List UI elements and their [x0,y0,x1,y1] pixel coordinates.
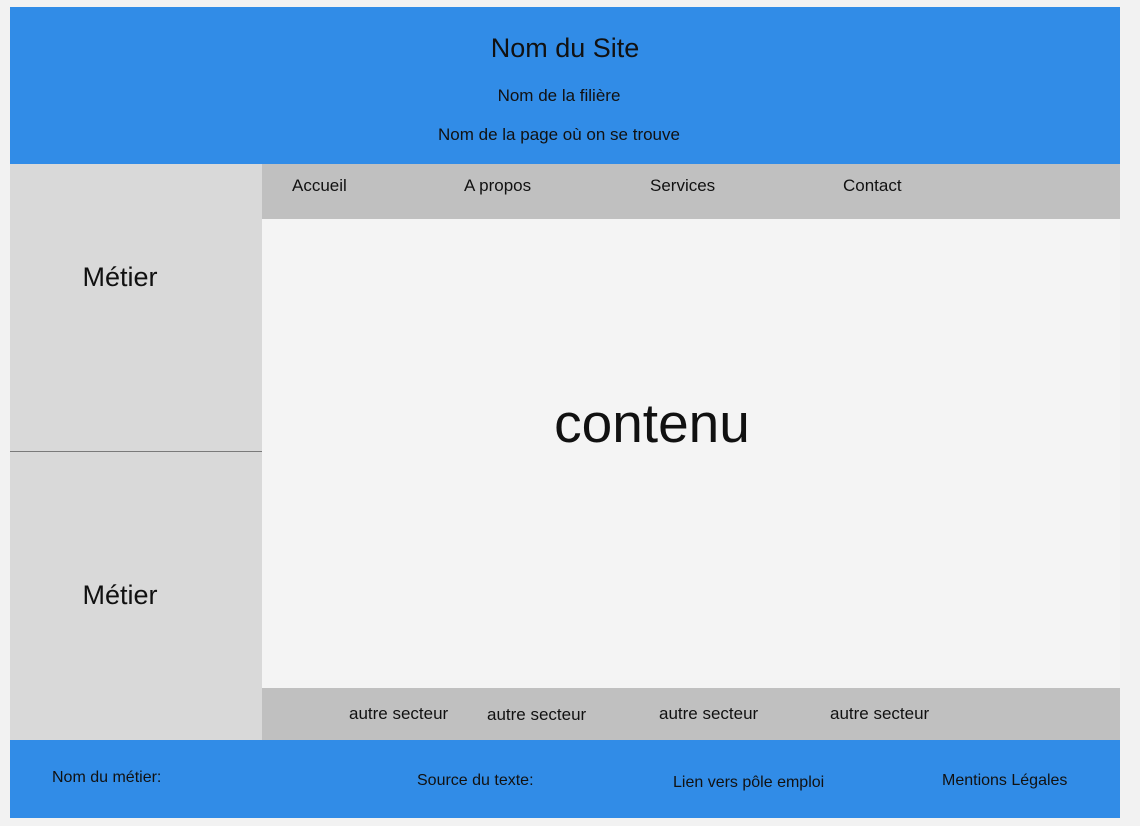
site-footer: Nom du métier: Source du texte: Lien ver… [10,740,1120,818]
footer-mentions-legales-link[interactable]: Mentions Légales [942,772,1068,789]
sidebar-divider [10,451,262,452]
sector-link-4[interactable]: autre secteur [830,704,930,723]
footer-metier-name: Nom du métier: [52,769,162,786]
nav-item-contact[interactable]: Contact [843,176,902,195]
current-page-name: Nom de la page où on se trouve [438,125,680,144]
nav-item-services[interactable]: Services [650,176,716,195]
sector-link-2[interactable]: autre secteur [487,705,587,724]
sector-link-3[interactable]: autre secteur [659,704,759,723]
main-nav: Accueil A propos Services Contact [262,164,1120,219]
nav-item-a-propos[interactable]: A propos [464,176,532,195]
site-header: Nom du Site Nom de la filière Nom de la … [10,7,1120,164]
sector-bar: autre secteur autre secteur autre secteu… [262,688,1120,740]
sector-link-1[interactable]: autre secteur [349,704,449,723]
sidebar: Métier Métier [10,164,262,740]
content-placeholder: contenu [554,392,750,454]
sidebar-item-metier-2[interactable]: Métier [82,580,158,610]
filiere-name: Nom de la filière [497,86,621,105]
site-name[interactable]: Nom du Site [490,33,640,63]
content-area: contenu [262,219,1120,688]
sidebar-item-metier-1[interactable]: Métier [82,262,158,292]
footer-pole-emploi-link[interactable]: Lien vers pôle emploi [673,774,825,791]
nav-item-accueil[interactable]: Accueil [292,176,347,195]
footer-text-source: Source du texte: [417,772,534,789]
